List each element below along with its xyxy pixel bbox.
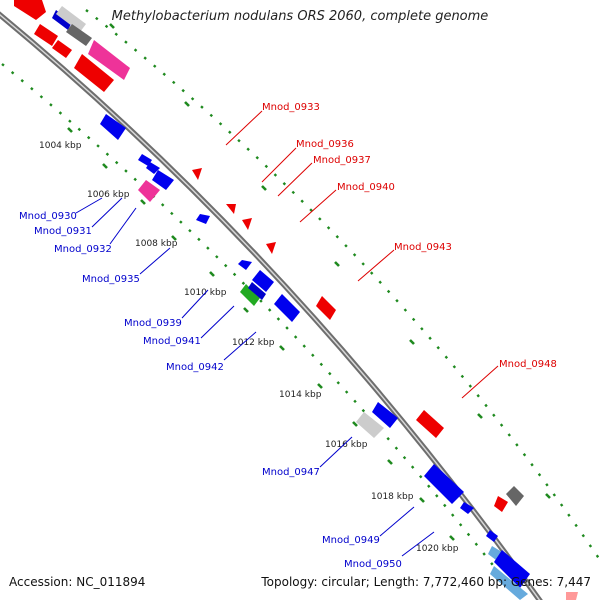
gene-red[interactable]	[74, 54, 114, 92]
gene-label-blue[interactable]: Mnod_0942	[166, 362, 224, 373]
blue-gene-labels: Mnod_0930 Mnod_0931 Mnod_0932 Mnod_0935 …	[19, 197, 435, 570]
gene-lightgray[interactable]	[356, 412, 384, 438]
gene-blocks	[14, 0, 578, 600]
gene-blue[interactable]	[486, 530, 498, 542]
genome-summary-text: Topology: circular; Length: 7,772,460 bp…	[261, 575, 591, 589]
inner-dotted-track	[1, 63, 521, 601]
gene-label-blue[interactable]: Mnod_0941	[143, 336, 201, 347]
gene-label-red[interactable]: Mnod_0943	[394, 242, 452, 253]
gene-label-red[interactable]: Mnod_0937	[313, 155, 371, 166]
gene-red[interactable]	[416, 410, 444, 438]
gene-red[interactable]	[566, 592, 578, 600]
kbp-label: 1006 kbp	[87, 190, 130, 200]
gene-label-red[interactable]: Mnod_0933	[262, 102, 320, 113]
gene-blue[interactable]	[196, 214, 210, 224]
gene-pink[interactable]	[88, 40, 130, 80]
kbp-label: 1016 kbp	[325, 440, 368, 450]
red-gene-labels: Mnod_0933 Mnod_0936 Mnod_0937 Mnod_0940 …	[225, 102, 557, 399]
gene-label-blue[interactable]: Mnod_0950	[344, 559, 402, 570]
outer-dotted-track	[85, 9, 600, 561]
gene-gray[interactable]	[506, 486, 524, 506]
gene-red[interactable]	[192, 168, 202, 180]
gene-lightgray[interactable]	[56, 6, 86, 32]
gene-label-blue[interactable]: Mnod_0935	[82, 274, 140, 285]
gene-blue[interactable]	[252, 270, 274, 292]
gene-label-red[interactable]: Mnod_0936	[296, 139, 354, 150]
gene-pink[interactable]	[138, 180, 160, 202]
kbp-label: 1004 kbp	[39, 141, 82, 151]
gene-red[interactable]	[226, 204, 236, 214]
gene-blue[interactable]	[152, 170, 174, 190]
gene-label-blue[interactable]: Mnod_0949	[322, 535, 380, 546]
outer-track-ticks	[109, 23, 551, 499]
gene-label-blue[interactable]: Mnod_0932	[54, 244, 112, 255]
gene-label-red[interactable]: Mnod_0940	[337, 182, 395, 193]
gene-red[interactable]	[242, 218, 252, 230]
genome-backbone-highlight	[0, 14, 544, 604]
gene-green[interactable]	[240, 284, 260, 306]
gene-label-blue[interactable]: Mnod_0930	[19, 211, 77, 222]
gene-label-blue[interactable]: Mnod_0939	[124, 318, 182, 329]
gene-blue[interactable]	[138, 154, 152, 166]
gene-blue[interactable]	[424, 464, 464, 504]
inner-track-ticks	[67, 127, 455, 541]
gene-red[interactable]	[494, 496, 508, 512]
gene-blue[interactable]	[238, 260, 252, 270]
kbp-label: 1018 kbp	[371, 492, 414, 502]
kbp-label: 1020 kbp	[416, 544, 459, 554]
gene-gray[interactable]	[66, 24, 92, 46]
gene-blue[interactable]	[494, 550, 530, 588]
gene-blue[interactable]	[52, 10, 72, 30]
kbp-label: 1014 kbp	[279, 390, 322, 400]
gene-blue[interactable]	[372, 402, 398, 428]
kbp-label: 1012 kbp	[232, 338, 275, 348]
gene-blue[interactable]	[274, 294, 300, 322]
gene-lightblue[interactable]	[490, 566, 528, 600]
gene-blue[interactable]	[248, 282, 266, 300]
accession-text: Accession: NC_011894	[9, 575, 146, 589]
gene-blue[interactable]	[460, 502, 474, 514]
gene-red[interactable]	[34, 24, 58, 46]
gene-red[interactable]	[266, 242, 276, 254]
gene-red[interactable]	[14, 0, 46, 20]
genome-title: Methylobacterium nodulans ORS 2060, comp…	[111, 9, 489, 24]
kbp-labels: 1004 kbp 1006 kbp 1008 kbp 1010 kbp 1012…	[39, 141, 459, 554]
gene-red[interactable]	[52, 40, 72, 58]
gene-label-blue[interactable]: Mnod_0947	[262, 467, 320, 478]
gene-blue[interactable]	[100, 114, 126, 140]
gene-label-red[interactable]: Mnod_0948	[499, 359, 557, 370]
gene-blue[interactable]	[146, 162, 160, 174]
gene-label-blue[interactable]: Mnod_0931	[34, 226, 92, 237]
gene-red[interactable]	[316, 296, 336, 320]
kbp-label: 1008 kbp	[135, 239, 178, 249]
